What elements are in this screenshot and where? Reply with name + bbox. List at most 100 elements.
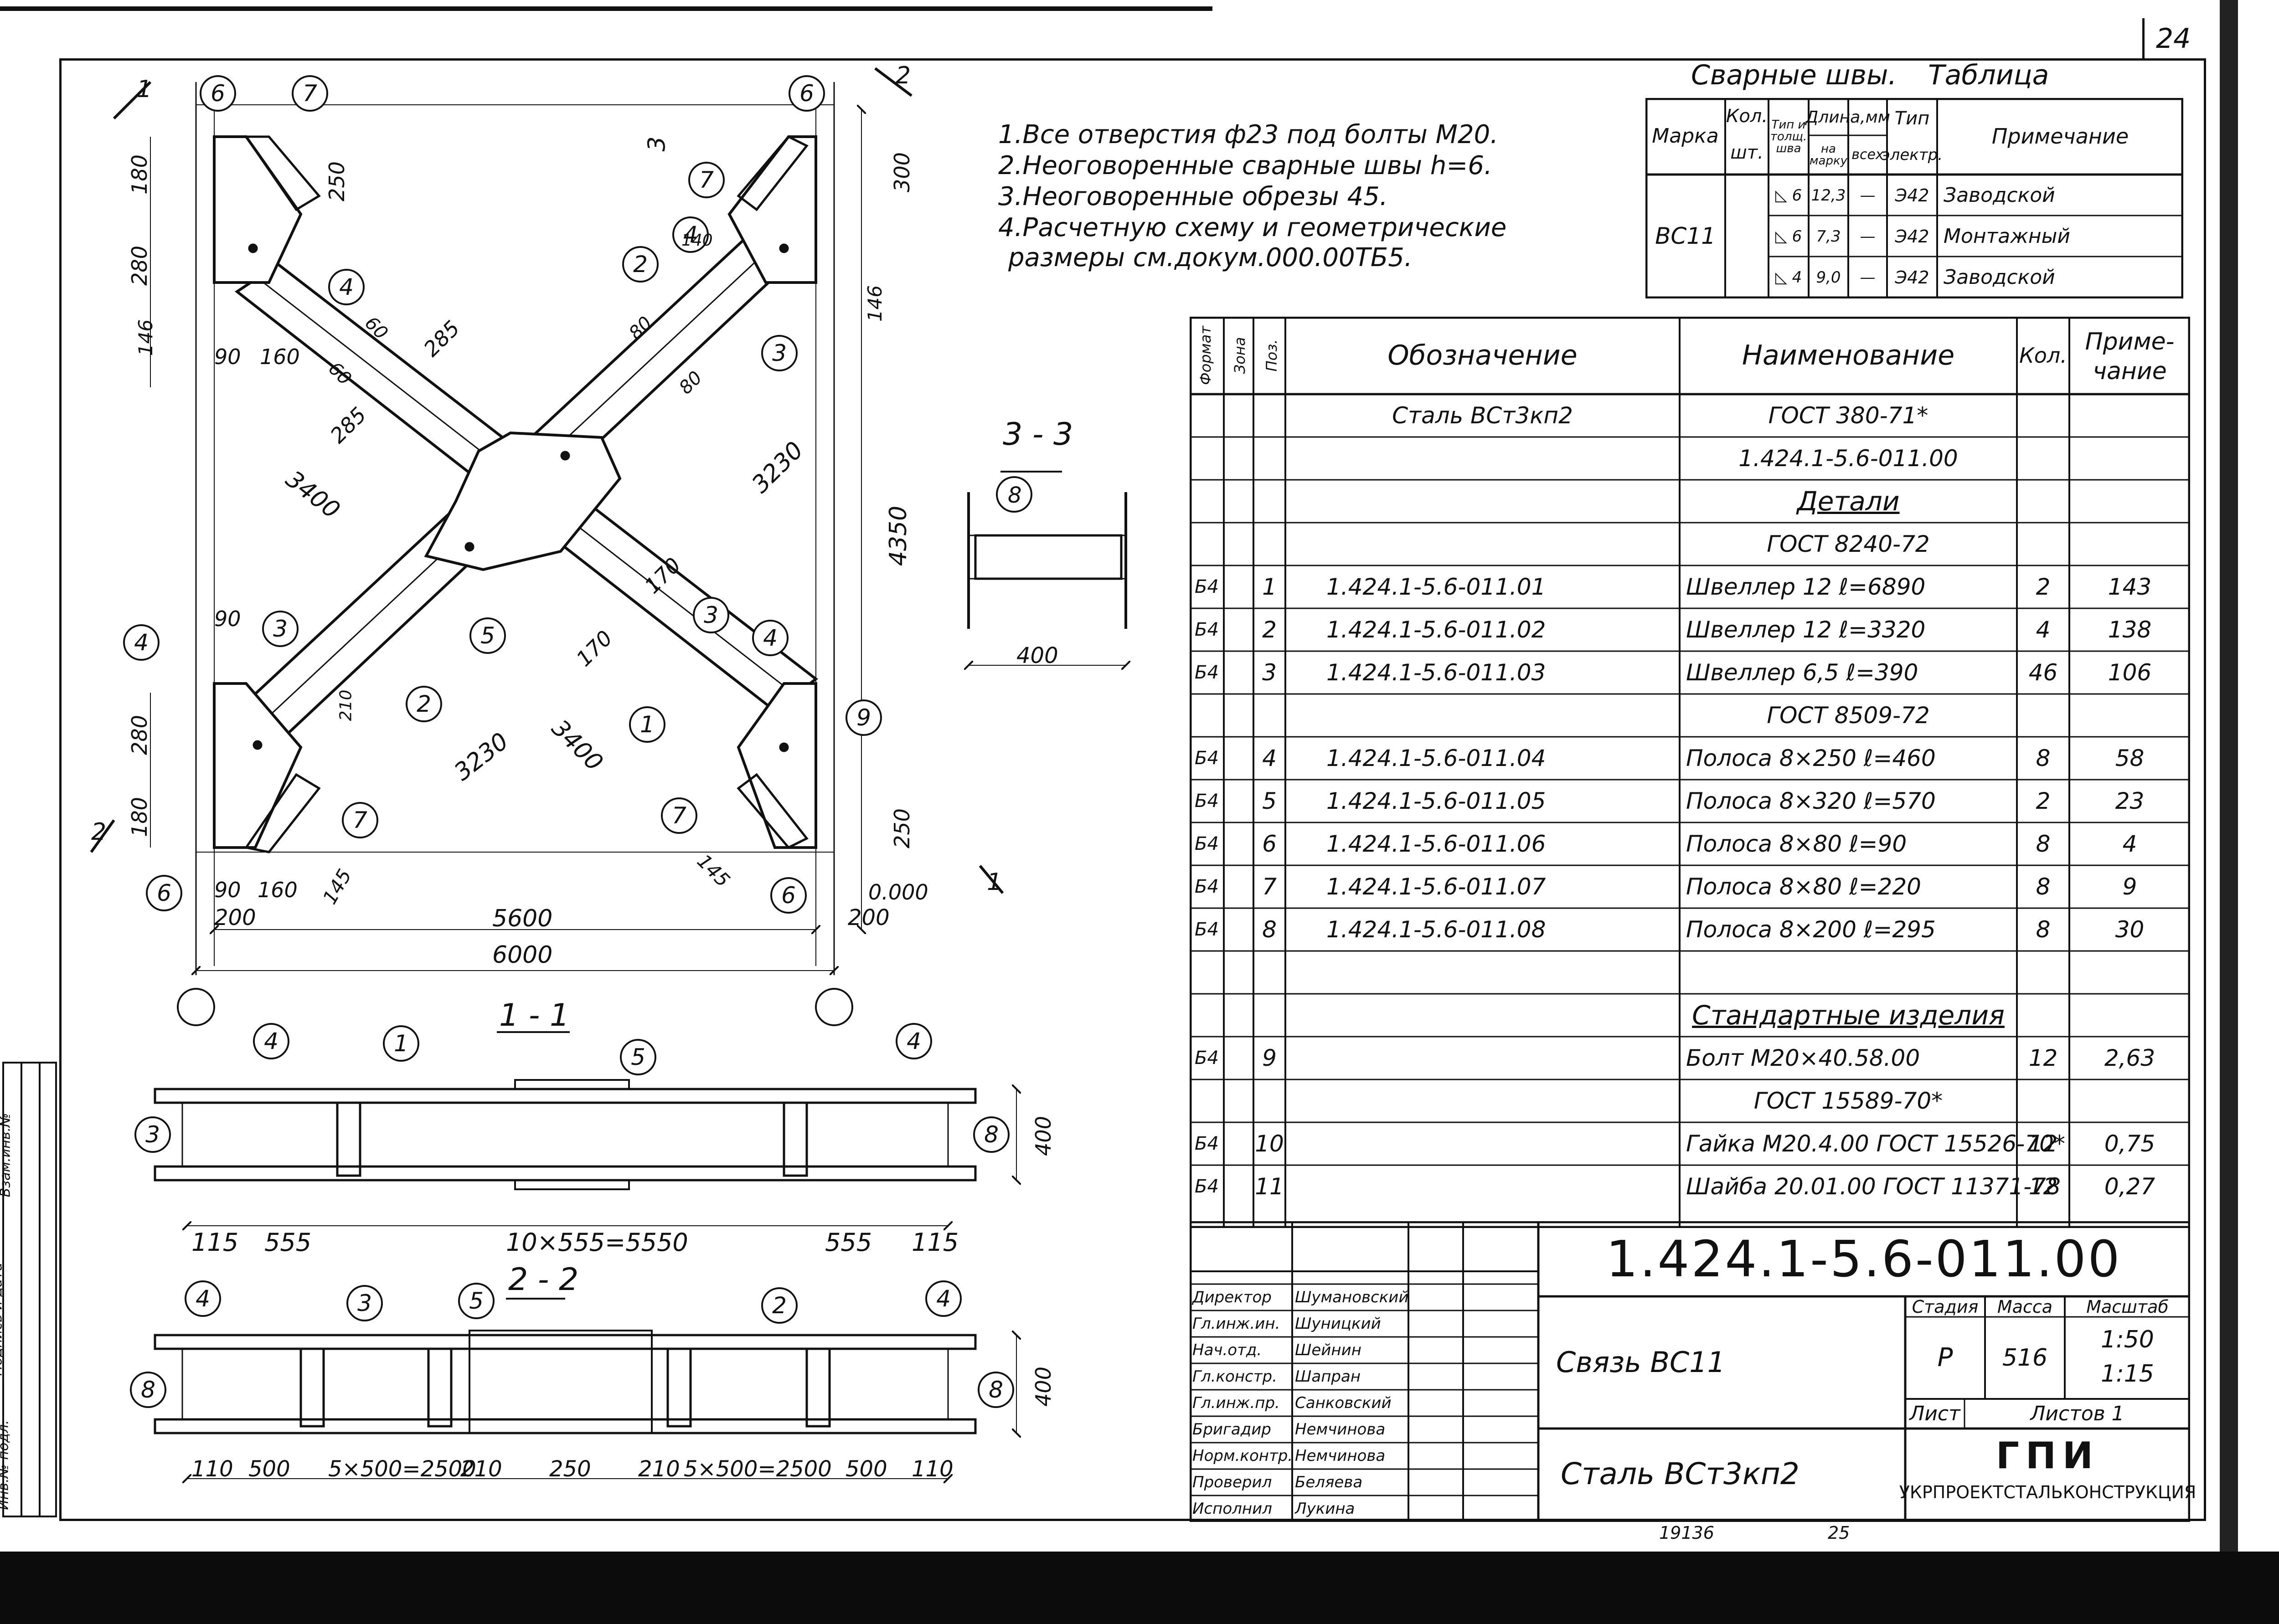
spec-header-zone: Зона — [1231, 337, 1248, 374]
spec-cell-qty: 8 — [2036, 874, 2051, 900]
spec-cell-name: Полоса 8×320 ℓ=570 — [1686, 788, 1936, 814]
spec-cell-qty — [2017, 994, 2069, 1037]
stage-label: Стадия — [1912, 1296, 1979, 1317]
spec-cell-pos: 4 — [1262, 745, 1277, 771]
weld-row-electrode: Э42 — [1895, 226, 1929, 247]
spec-cell-format: Б4 — [1195, 662, 1219, 683]
note-line: 1.Все отверстия ф23 под болты М20. — [998, 120, 1499, 149]
spec-cell-note: 2,63 — [2104, 1045, 2155, 1071]
spec-cell-qty — [2017, 523, 2069, 565]
svg-text:7: 7 — [672, 802, 686, 829]
spec-cell-name: ГОСТ 8240-72 — [1767, 531, 1930, 557]
spec-cell-note — [2069, 523, 2190, 565]
spec-cell-format — [1190, 694, 1224, 737]
dim-146: 146 — [134, 319, 157, 356]
dim-180: 180 — [127, 154, 152, 195]
weld-row-electrode: Э42 — [1895, 267, 1929, 288]
spec-cell-pos — [1253, 523, 1285, 565]
spec-cell-qty: 2 — [2036, 574, 2051, 600]
spec-cell-note — [2069, 994, 2190, 1037]
weld-row-note: Заводской — [1944, 266, 2055, 289]
svg-text:8: 8 — [989, 1377, 1003, 1403]
svg-text:4: 4 — [683, 221, 698, 248]
note-line: 3.Неоговоренные обрезы 45. — [998, 182, 1388, 211]
scale-value-2: 1:15 — [2101, 1360, 2154, 1388]
spec-header-note2: чание — [2093, 358, 2167, 385]
org-name: ГПИ — [1996, 1434, 2099, 1477]
spec-cell-name: 1.424.1-5.6-011.00 — [1738, 445, 1958, 472]
spec-header-name: Наименование — [1742, 339, 1955, 371]
svg-text:1: 1 — [394, 1030, 408, 1057]
weld-header-kol: Кол. — [1726, 106, 1768, 127]
spec-cell-pos: 3 — [1262, 659, 1277, 686]
section-1-title: 1 - 1 — [499, 997, 570, 1033]
svg-text:8: 8 — [984, 1121, 999, 1148]
weld-marka-value: ВС11 — [1655, 223, 1716, 249]
spec-cell-pos: 8 — [1262, 916, 1277, 943]
weld-row-all: — — [1860, 186, 1876, 205]
spec-cell-note — [2069, 694, 2190, 737]
cut-label: 1 — [137, 76, 152, 103]
section-dimension: 110 — [191, 1456, 233, 1482]
section-dimension: 500 — [846, 1456, 887, 1482]
spec-cell-note: 23 — [2115, 788, 2145, 814]
spec-cell-qty: 2 — [2036, 788, 2051, 814]
weld-row-length: 12,3 — [1811, 186, 1846, 205]
svg-text:3: 3 — [145, 1121, 160, 1148]
svg-text:3: 3 — [704, 602, 718, 628]
specification-table: Формат Зона Поз. Обозначение Наименовани… — [1190, 317, 2190, 1228]
spec-cell-note: 143 — [2108, 574, 2152, 600]
spec-cell-name: Швеллер 12 ℓ=3320 — [1686, 617, 1926, 643]
svg-text:6: 6 — [781, 882, 796, 909]
role-label: Директор — [1192, 1288, 1272, 1306]
role-person: Немчинова — [1295, 1420, 1386, 1439]
weld-row-tip: ◺ 6 — [1775, 227, 1802, 246]
spec-cell-qty: 8 — [2036, 745, 2051, 771]
dim-250: 250 — [324, 161, 349, 201]
spec-cell-designation: 1.424.1-5.6-011.04 — [1326, 745, 1546, 771]
spec-cell-pos: 6 — [1262, 831, 1277, 857]
mass-label: Масса — [1997, 1296, 2053, 1317]
spec-cell-pos: 10 — [1255, 1131, 1284, 1157]
spec-cell-designation — [1285, 480, 1680, 523]
role-label: Проверил — [1192, 1473, 1272, 1491]
weld-row-note: Монтажный — [1944, 225, 2070, 248]
role-person: Шумановский — [1295, 1288, 1409, 1306]
spec-cell-name: Полоса 8×80 ℓ=90 — [1686, 831, 1907, 857]
role-label: Гл.инж.пр. — [1192, 1394, 1280, 1412]
dim-250b: 250 — [889, 808, 914, 848]
spec-cell-qty — [2017, 394, 2069, 437]
footer-right: 25 — [1828, 1523, 1850, 1543]
spec-grid — [1190, 317, 2190, 1228]
weld-row-note: Заводской — [1944, 184, 2055, 207]
spec-cell-designation — [1285, 437, 1680, 480]
section-dimension: 250 — [549, 1456, 591, 1482]
svg-text:6: 6 — [799, 80, 814, 107]
spec-cell-note: 106 — [2108, 659, 2152, 686]
spec-cell-pos: 5 — [1262, 788, 1277, 814]
spec-cell-qty: 8 — [2036, 831, 2051, 857]
spec-cell-format: Б4 — [1195, 619, 1219, 640]
section-dimension: 5×500=2500 — [684, 1456, 832, 1482]
svg-text:4: 4 — [264, 1028, 278, 1054]
bottom-black-band — [0, 1552, 2279, 1624]
svg-text:4: 4 — [936, 1285, 951, 1312]
svg-text:3: 3 — [357, 1290, 372, 1316]
spec-header-note1: Приме- — [2085, 328, 2175, 355]
spec-cell-designation — [1285, 523, 1680, 565]
plan-view — [90, 67, 1004, 1026]
spec-cell-format — [1190, 951, 1224, 994]
note-line: 4.Расчетную схему и геометрические — [998, 213, 1507, 242]
dim-90b: 90 — [214, 606, 241, 631]
spec-cell-name: ГОСТ 15589-70* — [1753, 1088, 1943, 1114]
svg-text:5: 5 — [469, 1288, 484, 1314]
weld-row-tip: ◺ 4 — [1775, 268, 1802, 287]
spec-cell-pos — [1253, 694, 1285, 737]
spec-cell-qty: 12 — [2028, 1131, 2058, 1157]
spec-cell-note: 4 — [2122, 831, 2137, 857]
section-dimension: 110 — [912, 1456, 954, 1482]
position-callouts — [123, 75, 882, 914]
spec-cell-note — [2069, 1079, 2190, 1122]
